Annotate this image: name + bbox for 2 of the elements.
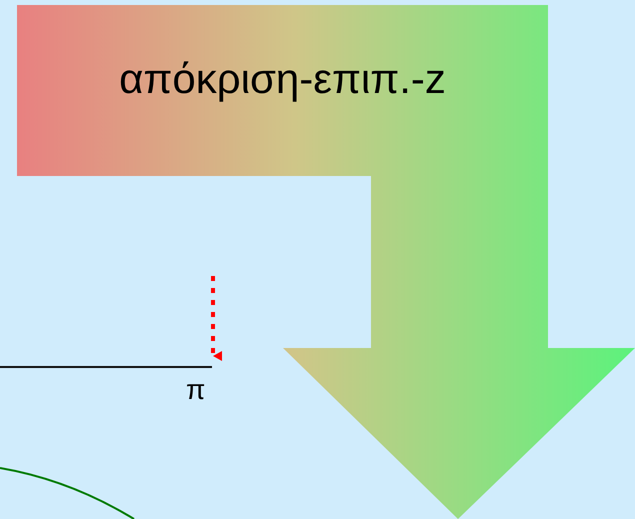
point-label: π — [186, 374, 206, 406]
arrow-label: απόκριση-επιπ.-z — [118, 55, 447, 103]
